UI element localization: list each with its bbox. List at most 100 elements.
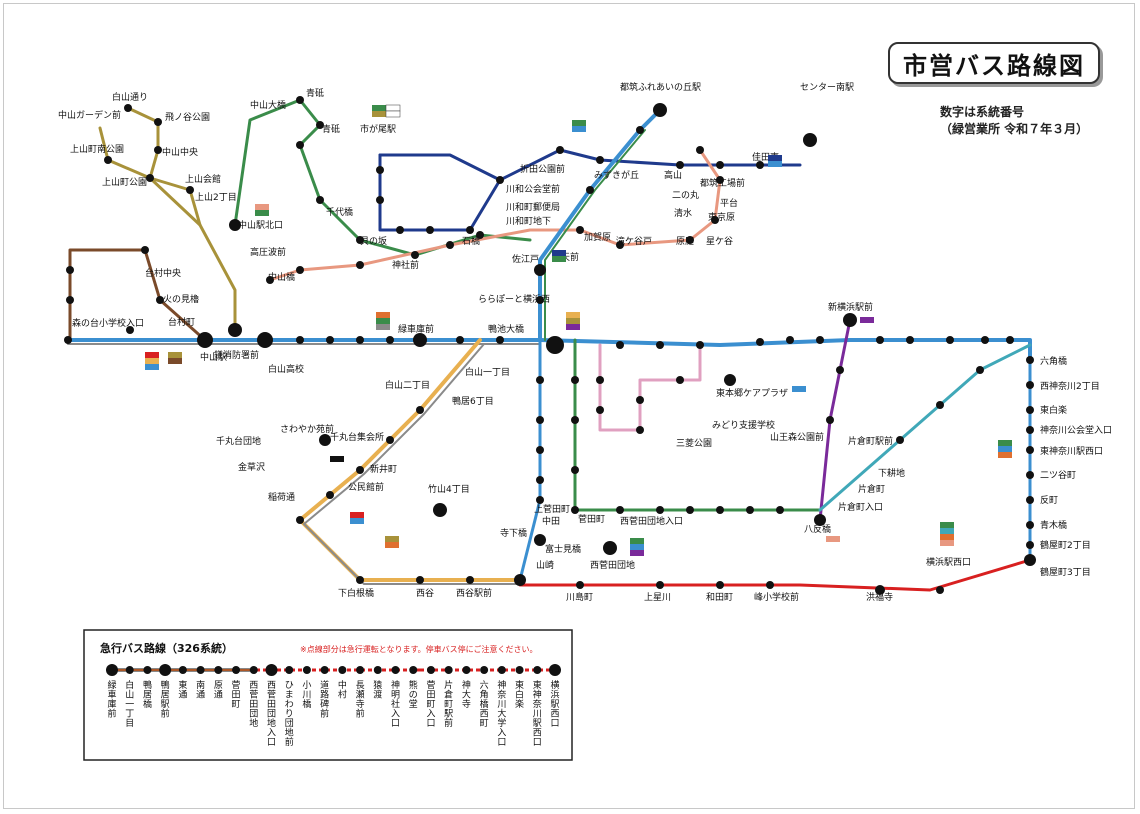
express-stop-marker bbox=[462, 666, 471, 674]
stop-label: 白山二丁目 bbox=[385, 379, 430, 391]
stop-label: 川島町 bbox=[566, 591, 593, 603]
stop-label: 峰小学校前 bbox=[754, 591, 799, 603]
stop-label: 佐江戸 bbox=[512, 253, 539, 265]
stop-label: 高圧波前 bbox=[250, 246, 286, 258]
stop-marker bbox=[653, 103, 667, 117]
express-legend: 急行バス路線（326系統） ※点線部分は急行運転となります。停車バス停にご注意く… bbox=[83, 629, 573, 761]
stop-marker bbox=[814, 514, 826, 526]
stop-marker bbox=[257, 332, 273, 348]
stop-label: 片倉町入口 bbox=[838, 501, 883, 513]
stop-label: 上星川 bbox=[644, 592, 671, 603]
express-stop-marker bbox=[515, 666, 524, 674]
express-stop-label: 神奈川大学入口 bbox=[497, 679, 506, 748]
route-line-pink bbox=[598, 343, 702, 432]
stop-label: 片倉町 bbox=[858, 483, 885, 495]
stop-label: 鶴屋町3丁目 bbox=[1040, 566, 1091, 578]
express-stop-label: 東通 bbox=[178, 679, 187, 701]
express-stop-marker bbox=[320, 666, 329, 674]
express-stop-marker bbox=[214, 666, 223, 674]
stop-label: 寺下橋 bbox=[500, 527, 527, 539]
stop-label: 新井町 bbox=[370, 463, 397, 475]
stop-label: 山王森公園前 bbox=[770, 431, 824, 443]
express-stop-label: 東白楽 bbox=[515, 679, 524, 710]
stop-label: 公民館前 bbox=[348, 481, 384, 493]
express-stop-label: 片倉町駅前 bbox=[444, 679, 453, 729]
stop-label: 二ツ谷町 bbox=[1040, 470, 1076, 481]
express-stop-label: 緑車庫前 bbox=[108, 679, 117, 720]
stop-label: 下耕地 bbox=[878, 467, 905, 479]
stop-label: 石橋 bbox=[462, 235, 480, 247]
route-line-bundle-2 bbox=[303, 343, 521, 585]
express-stop-marker bbox=[409, 666, 418, 674]
express-stop-label: 道路碑前 bbox=[320, 679, 329, 720]
stop-marker bbox=[228, 323, 242, 337]
stop-label: 鎌消防署前 bbox=[214, 349, 259, 361]
stop-label: 鴨居6丁目 bbox=[452, 395, 494, 407]
stop-marker bbox=[229, 219, 241, 231]
stop-label: 白山一丁目 bbox=[465, 366, 510, 378]
express-stop-marker bbox=[533, 666, 542, 674]
stop-label: 中山駅 bbox=[200, 351, 227, 363]
stop-label: 高山 bbox=[664, 169, 682, 181]
express-stop-marker bbox=[125, 666, 134, 674]
stop-label: 川和町郵便局 bbox=[506, 201, 560, 213]
express-stop-label: 熊の堂 bbox=[409, 679, 418, 710]
express-stop-label: 鴨居駅前 bbox=[161, 679, 170, 720]
express-stop-marker bbox=[249, 666, 258, 674]
stop-label: 都筑工場前 bbox=[700, 177, 745, 189]
stop-label: 平台 bbox=[720, 197, 738, 209]
express-stop-marker bbox=[265, 664, 278, 676]
express-stop-marker bbox=[391, 666, 400, 674]
stop-marker bbox=[433, 503, 447, 517]
stop-label: 青砥 bbox=[322, 123, 340, 135]
stop-label: 洪福寺 bbox=[866, 591, 893, 603]
stop-marker bbox=[319, 434, 331, 446]
stop-label: 中山ガーデン前 bbox=[58, 109, 121, 121]
stop-label: 川和町地下 bbox=[506, 215, 551, 227]
stop-label: 中田 bbox=[542, 515, 560, 527]
express-stop-marker bbox=[426, 666, 435, 674]
stop-marker bbox=[514, 574, 526, 586]
stop-label: ららぽーと横浜西 bbox=[478, 293, 550, 305]
route-badges bbox=[145, 104, 1012, 556]
stop-label: 滝ケ谷戸 bbox=[616, 236, 652, 247]
route-line-green bbox=[233, 98, 532, 257]
stop-label: 上山2丁目 bbox=[195, 192, 237, 203]
stop-label: 西菅田団地 bbox=[590, 559, 635, 571]
stop-label: 台村中央 bbox=[145, 267, 181, 279]
stop-label: 中山中央 bbox=[162, 146, 198, 158]
stop-label: 鶴屋町2丁目 bbox=[1040, 539, 1091, 551]
stop-label: 千丸台団地 bbox=[216, 435, 261, 447]
title-box: 市営バス路線図 bbox=[888, 42, 1100, 84]
stop-label: 川和公会堂前 bbox=[506, 183, 560, 195]
route-line-olive bbox=[126, 106, 237, 332]
stop-label: 下白根橋 bbox=[338, 587, 374, 599]
stop-label: 折田公園前 bbox=[520, 163, 565, 175]
stop-label: 菅田町 bbox=[578, 513, 605, 525]
express-stop-label: 菅田町 bbox=[232, 679, 241, 710]
express-stop-marker bbox=[106, 664, 118, 676]
express-stop-label: 白山一丁目 bbox=[125, 679, 134, 729]
express-stop-label: ひまわり団地前 bbox=[285, 680, 294, 748]
page-title: 市営バス路線図 bbox=[903, 50, 1085, 80]
stop-label: 青木橋 bbox=[1040, 519, 1067, 531]
stop-label: 東本郷ケアプラザ bbox=[716, 387, 788, 399]
stop-label: 市が尾駅 bbox=[360, 123, 396, 135]
express-stop-marker bbox=[143, 666, 152, 674]
stop-label: 西神奈川2丁目 bbox=[1040, 380, 1100, 392]
stop-label: 二の丸 bbox=[672, 189, 699, 201]
stop-label: 六角橋 bbox=[1040, 355, 1067, 367]
express-stop-label: 鴨居橋 bbox=[143, 679, 152, 710]
subtitle: 数字は系統番号 （緑営業所 令和７年３月） bbox=[940, 104, 1088, 138]
stop-marker bbox=[724, 374, 736, 386]
stop-label: 金草沢 bbox=[238, 461, 265, 473]
stop-label: 鴨池大橋 bbox=[488, 323, 524, 335]
stop-label: 清水 bbox=[674, 207, 692, 219]
stop-label: 緑車庫前 bbox=[398, 323, 434, 335]
express-stop-marker bbox=[480, 666, 489, 674]
stop-label: 和田町 bbox=[706, 592, 733, 603]
route-line-red bbox=[518, 558, 1032, 592]
express-stops: 緑車庫前白山一丁目鴨居橋鴨居駅前東通南通原通菅田町西菅田団地西菅田団地入口ひまわ… bbox=[106, 664, 561, 748]
express-stop-marker bbox=[232, 666, 241, 674]
